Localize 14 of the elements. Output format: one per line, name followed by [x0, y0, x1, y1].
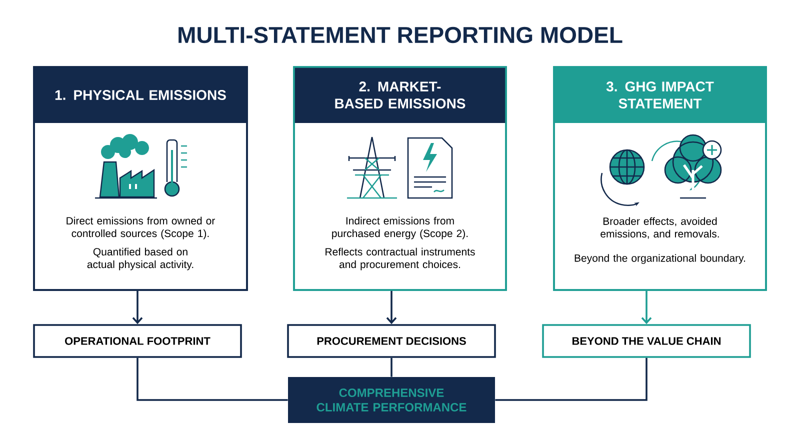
- connector-line: [136, 358, 288, 401]
- panel: 2. MARKET-BASED EMISSIONS Indirect emissions from purchased energy (Scope 2). Reflects contractual instruments and procurement choices.: [293, 66, 507, 291]
- arrow: [132, 290, 143, 324]
- outcome-box: OPERATIONAL FOOTPRINT: [33, 324, 242, 358]
- arrow: [641, 290, 652, 324]
- result-box: COMPREHENSIVE CLIMATE PERFORMANCE: [288, 377, 495, 423]
- arrow: [386, 290, 397, 324]
- connector-line: [495, 358, 648, 401]
- connector-line: [390, 358, 392, 377]
- panel: 1. PHYSICAL EMISSIONS Direct emissions from owned or controlled sources (Scope 1). Quantified based on actual physical activity.: [33, 66, 248, 291]
- outcome-box: BEYOND THE VALUE CHAIN: [542, 324, 751, 358]
- panel: 3. GHG IMPACT STATEMENT Broader effects, avoided emissions, and removals. Beyond the organizational boundary.: [553, 66, 767, 291]
- title: MULTI-STATEMENT REPORTING MODEL: [178, 26, 622, 44]
- outcome-box: PROCUREMENT DECISIONS: [287, 324, 496, 358]
